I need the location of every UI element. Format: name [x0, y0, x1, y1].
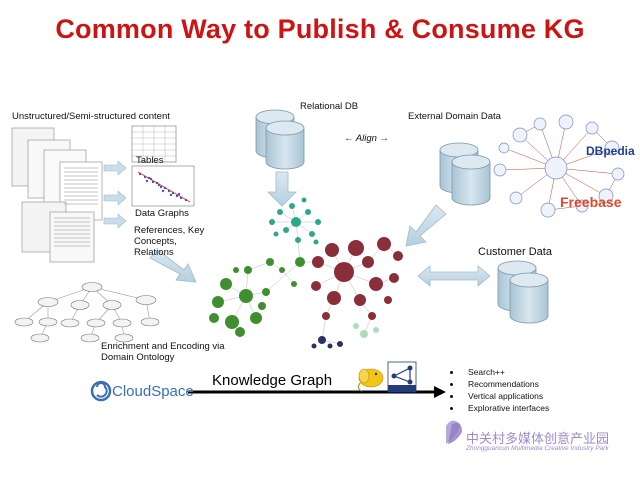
freebase-logo-text: Freebase [560, 194, 622, 210]
output-item: Recommendations [462, 378, 612, 390]
watermark-en: Zhongguancun Multimedia Creative Industr… [466, 445, 609, 452]
output-item: Search++ [462, 366, 612, 378]
central-knowledge-graph [209, 197, 403, 349]
watermark-logo [446, 420, 462, 444]
doc-arrows [103, 160, 127, 229]
external-network-graph [493, 114, 625, 218]
table-thumbnail [131, 125, 177, 163]
dbpedia-logo-text: DBpedia [586, 144, 635, 158]
external-db-icon [439, 142, 491, 206]
tables-label: Tables [136, 155, 164, 166]
output-item: Explorative interfaces [462, 402, 612, 414]
align-label: ← Align → [344, 133, 390, 144]
cloudspace-label: CloudSpace [112, 383, 194, 400]
enrichment-label: Enrichment and Encoding via Domain Ontol… [101, 341, 225, 363]
output-list: Search++ Recommendations Vertical applic… [448, 366, 612, 414]
customer-db-icon [497, 260, 549, 324]
watermark-cn: 中关村多媒体创意产业园 [466, 432, 610, 447]
rdf-logo [387, 361, 417, 393]
relational-db-icon [255, 109, 305, 170]
customer-data-label: Customer Data [478, 246, 552, 258]
flow-arrows [149, 171, 491, 287]
cloudspace-logo [90, 380, 112, 402]
data-graphs-label: Data Graphs [135, 208, 189, 219]
references-label: References, Key Concepts, Relations [134, 225, 205, 258]
page-title: Common Way to Publish & Consume KG [55, 14, 585, 44]
scatter-thumbnail [131, 165, 195, 207]
unstructured-label: Unstructured/Semi-structured content [12, 111, 170, 122]
relational-db-label: Relational DB [300, 101, 359, 112]
ontology-tree [14, 282, 160, 343]
hadoop-icon [357, 368, 384, 392]
knowledge-graph-label: Knowledge Graph [212, 372, 333, 389]
output-item: Vertical applications [462, 390, 612, 402]
document-thumbnails [11, 127, 103, 263]
external-data-label: External Domain Data [408, 111, 501, 122]
